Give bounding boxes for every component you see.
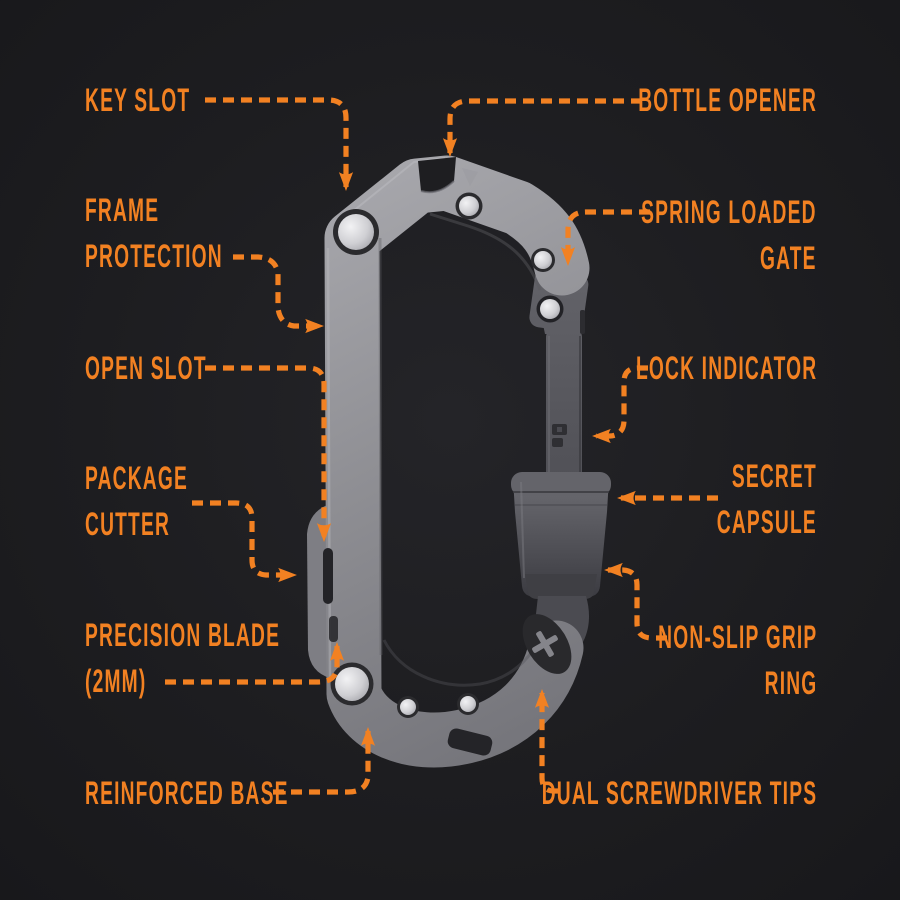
label-key-slot: KEY SLOT xyxy=(85,77,190,123)
frame-protection-arrow xyxy=(233,254,324,334)
label-lock-indicator: LOCK INDICATOR xyxy=(636,345,817,391)
key-slot-arrow xyxy=(205,97,354,191)
label-bottle-opener: BOTTLE OPENER xyxy=(638,77,817,123)
bottle-opener-notch xyxy=(418,157,478,194)
label-text: DUAL SCREWDRIVER TIPS xyxy=(541,775,817,811)
label-text: RING xyxy=(764,665,817,701)
open-slot-arrow xyxy=(205,365,332,542)
label-text: PROTECTION xyxy=(85,238,223,274)
callout-arrows xyxy=(165,97,718,795)
open-slot-part xyxy=(323,548,333,604)
dual-screwdriver-tips-arrow xyxy=(534,689,558,794)
non-slip-grip-ring-arrow xyxy=(604,562,667,641)
label-text: REINFORCED BASE xyxy=(85,775,289,811)
label-text: SECRET xyxy=(731,458,817,494)
label-text: OPEN SLOT xyxy=(85,350,207,386)
label-text: SPRING LOADED xyxy=(641,194,817,230)
rivets xyxy=(330,192,564,718)
label-text: PRECISION BLADE xyxy=(85,617,281,653)
label-non-slip-grip-ring: NON-SLIP GRIP RING xyxy=(658,614,817,706)
label-spring-loaded-gate: SPRING LOADED GATE xyxy=(641,189,817,281)
gate-logo xyxy=(552,424,567,447)
package-cutter-arrow xyxy=(192,500,297,583)
precision-blade-arrow xyxy=(165,642,345,685)
label-text: CUTTER xyxy=(85,506,171,542)
lock-indicator-window xyxy=(580,310,585,334)
screwdriver-tips xyxy=(447,614,572,756)
carabiner-frame xyxy=(324,155,590,768)
label-package-cutter: PACKAGE CUTTER xyxy=(85,455,188,547)
reinforced-base-arrow xyxy=(273,727,376,795)
blade-slot-part xyxy=(329,616,338,642)
spring-loaded-gate-arrow xyxy=(560,209,650,266)
label-text: NON-SLIP GRIP xyxy=(657,619,817,655)
bottle-opener-arrow xyxy=(442,98,642,157)
label-dual-screwdriver-tips: DUAL SCREWDRIVER TIPS xyxy=(541,770,817,816)
label-reinforced-base: REINFORCED BASE xyxy=(85,770,289,816)
label-text: GATE xyxy=(760,240,817,276)
label-frame-protection: FRAME PROTECTION xyxy=(85,187,223,279)
label-text: PACKAGE xyxy=(85,460,188,496)
secret-capsule-part xyxy=(511,472,611,599)
label-text: LOCK INDICATOR xyxy=(635,350,817,386)
label-precision-blade: PRECISION BLADE (2MM) xyxy=(85,612,280,704)
label-text: BOTTLE OPENER xyxy=(638,82,817,118)
package-cutter-part xyxy=(307,504,330,678)
gate-shaft xyxy=(538,300,585,482)
label-text: KEY SLOT xyxy=(85,82,191,118)
label-secret-capsule: SECRET CAPSULE xyxy=(717,453,817,545)
carabiner-illustration xyxy=(307,155,611,768)
label-open-slot: OPEN SLOT xyxy=(85,345,207,391)
label-text: CAPSULE xyxy=(716,504,817,540)
label-text: (2MM) xyxy=(85,663,147,699)
label-text: FRAME xyxy=(85,192,160,228)
